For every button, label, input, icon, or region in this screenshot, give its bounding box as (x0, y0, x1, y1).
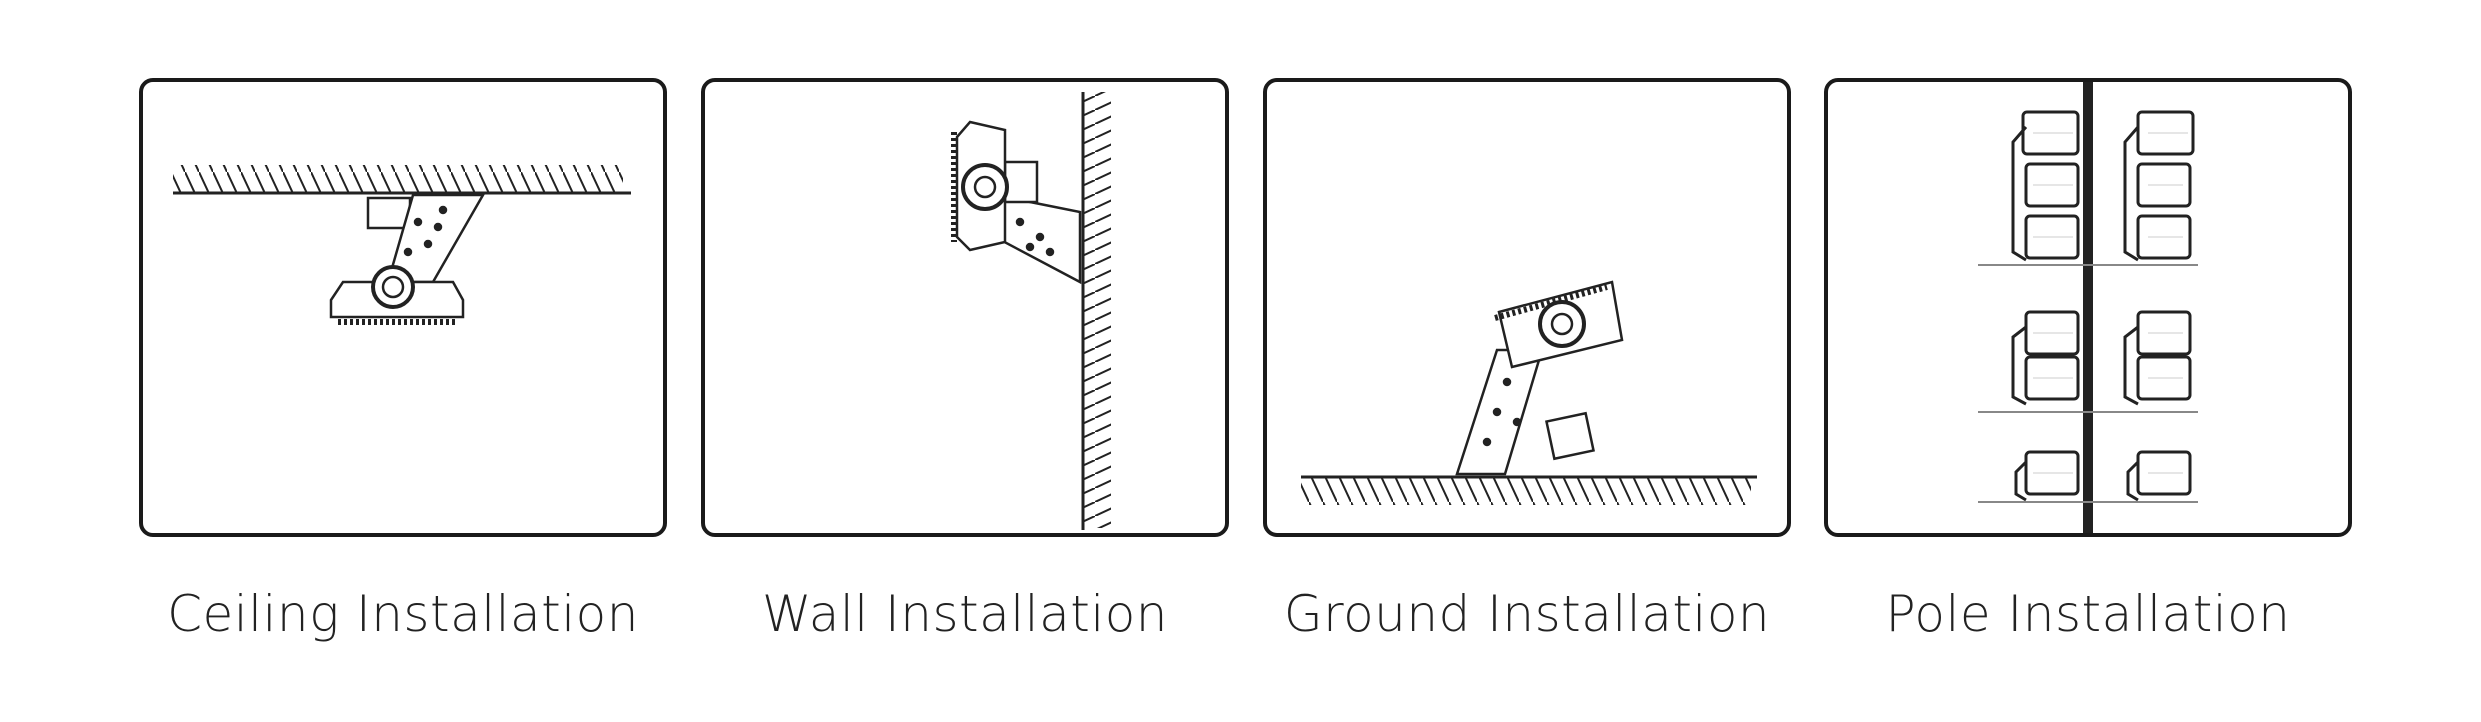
floodlight-fixture (951, 120, 1082, 285)
crossarms (1978, 264, 2198, 503)
caption-ground-installation: Ground Installation (1283, 585, 1771, 643)
ground-installation-illustration (1301, 280, 1757, 505)
ceiling-installation-illustration (173, 165, 631, 325)
ceiling-installation-panel (139, 78, 667, 537)
pole-installation-illustration (1978, 82, 2198, 533)
floodlight-array (2011, 110, 2195, 502)
pole-installation-panel (1824, 78, 2352, 537)
pole (2083, 82, 2093, 533)
floodlight-fixture (1455, 280, 1624, 476)
ground-hatch (1301, 477, 1751, 505)
floodlight-fixture (329, 193, 486, 325)
wall-hatch (1083, 92, 1111, 528)
ceiling-hatch (173, 165, 623, 193)
caption-pole-installation: Pole Installation (1885, 585, 2291, 643)
wall-installation-illustration (951, 92, 1111, 530)
ground-installation-panel (1263, 78, 1791, 537)
caption-ceiling-installation: Ceiling Installation (167, 585, 639, 643)
floodlight-led-grid (2033, 132, 2188, 474)
caption-wall-installation: Wall Installation (762, 585, 1168, 643)
wall-installation-panel (701, 78, 1229, 537)
